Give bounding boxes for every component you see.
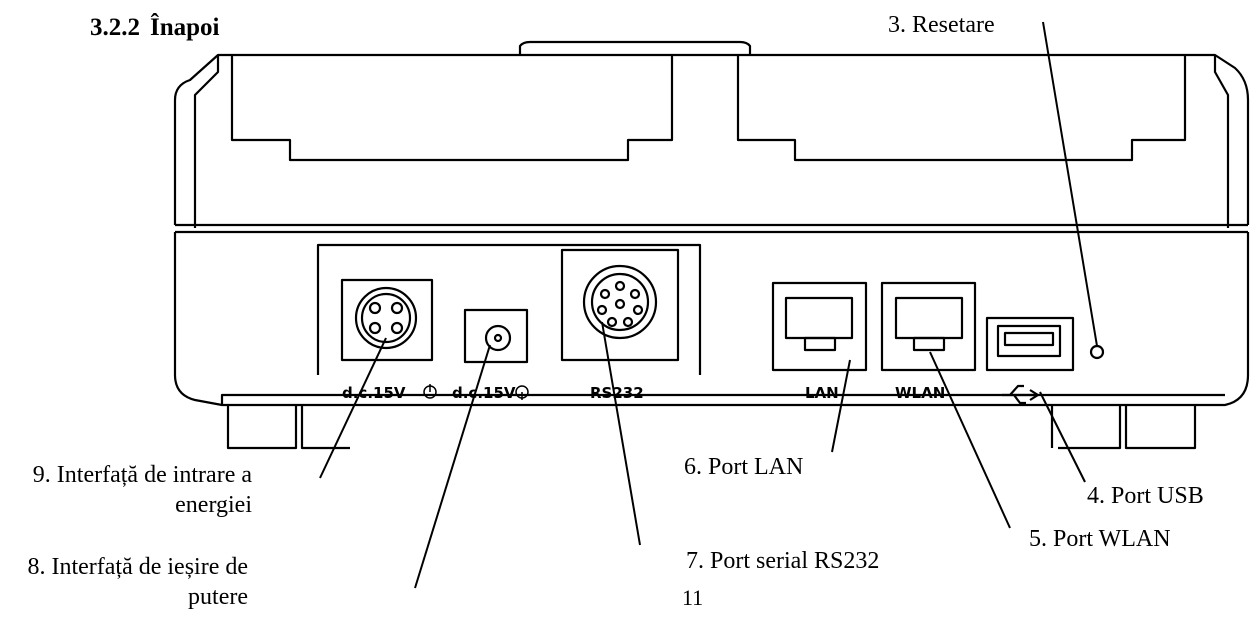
callout-power-out: 8. Interfață de ieșire de putere bbox=[0, 552, 248, 612]
left-foot bbox=[226, 405, 298, 450]
page-number: 11 bbox=[682, 585, 704, 610]
callout-lan: 6. Port LAN bbox=[684, 454, 804, 480]
power-in-connector bbox=[354, 286, 418, 350]
rs232-label: RS232 bbox=[590, 384, 644, 402]
section-number: 3.2.2 bbox=[90, 14, 140, 41]
callout-power-in: 9. Interfață de intrare a energiei bbox=[0, 460, 252, 520]
leader-power-out bbox=[414, 344, 491, 589]
callout-power-out-line2: putere bbox=[188, 584, 248, 610]
left-cover bbox=[230, 55, 674, 162]
leader-reset bbox=[1042, 21, 1098, 347]
wlan-label: WLAN bbox=[895, 384, 945, 402]
section-title: Înapoi bbox=[150, 14, 220, 41]
device-lower-body bbox=[173, 232, 1250, 407]
lan-label: LAN bbox=[805, 384, 839, 402]
dc-in-label: d.c.15V bbox=[342, 384, 406, 402]
dc-out-label: d.c.15V bbox=[452, 384, 516, 402]
reset-button bbox=[1089, 344, 1105, 360]
right-cover bbox=[736, 55, 1187, 162]
port-panel bbox=[316, 243, 702, 375]
callout-power-in-line1: 9. Interfață de intrare a bbox=[32, 462, 252, 488]
leader-lan bbox=[831, 359, 851, 453]
top-handle bbox=[518, 40, 752, 55]
leader-power-in bbox=[319, 337, 387, 479]
callout-reset: 3. Resetare bbox=[888, 12, 995, 38]
device-upper-body bbox=[173, 53, 1250, 225]
callout-serial: 7. Port serial RS232 bbox=[686, 548, 880, 574]
wlan-port bbox=[880, 281, 977, 372]
rs232-connector bbox=[582, 264, 658, 340]
leader-serial bbox=[601, 321, 641, 546]
lan-port bbox=[771, 281, 868, 372]
usb-port bbox=[985, 316, 1075, 372]
leader-usb bbox=[1039, 391, 1086, 483]
section-heading: 3.2.2 Înapoi bbox=[90, 14, 219, 42]
callout-power-in-line2: energiei bbox=[175, 492, 252, 518]
usb-icon bbox=[1002, 384, 1040, 405]
power-out-connector bbox=[463, 308, 529, 364]
callout-power-out-line1: 8. Interfață de ieșire de bbox=[27, 554, 248, 580]
leader-wlan bbox=[929, 351, 1011, 529]
callout-wlan: 5. Port WLAN bbox=[1029, 526, 1171, 552]
callout-usb: 4. Port USB bbox=[1087, 483, 1204, 509]
